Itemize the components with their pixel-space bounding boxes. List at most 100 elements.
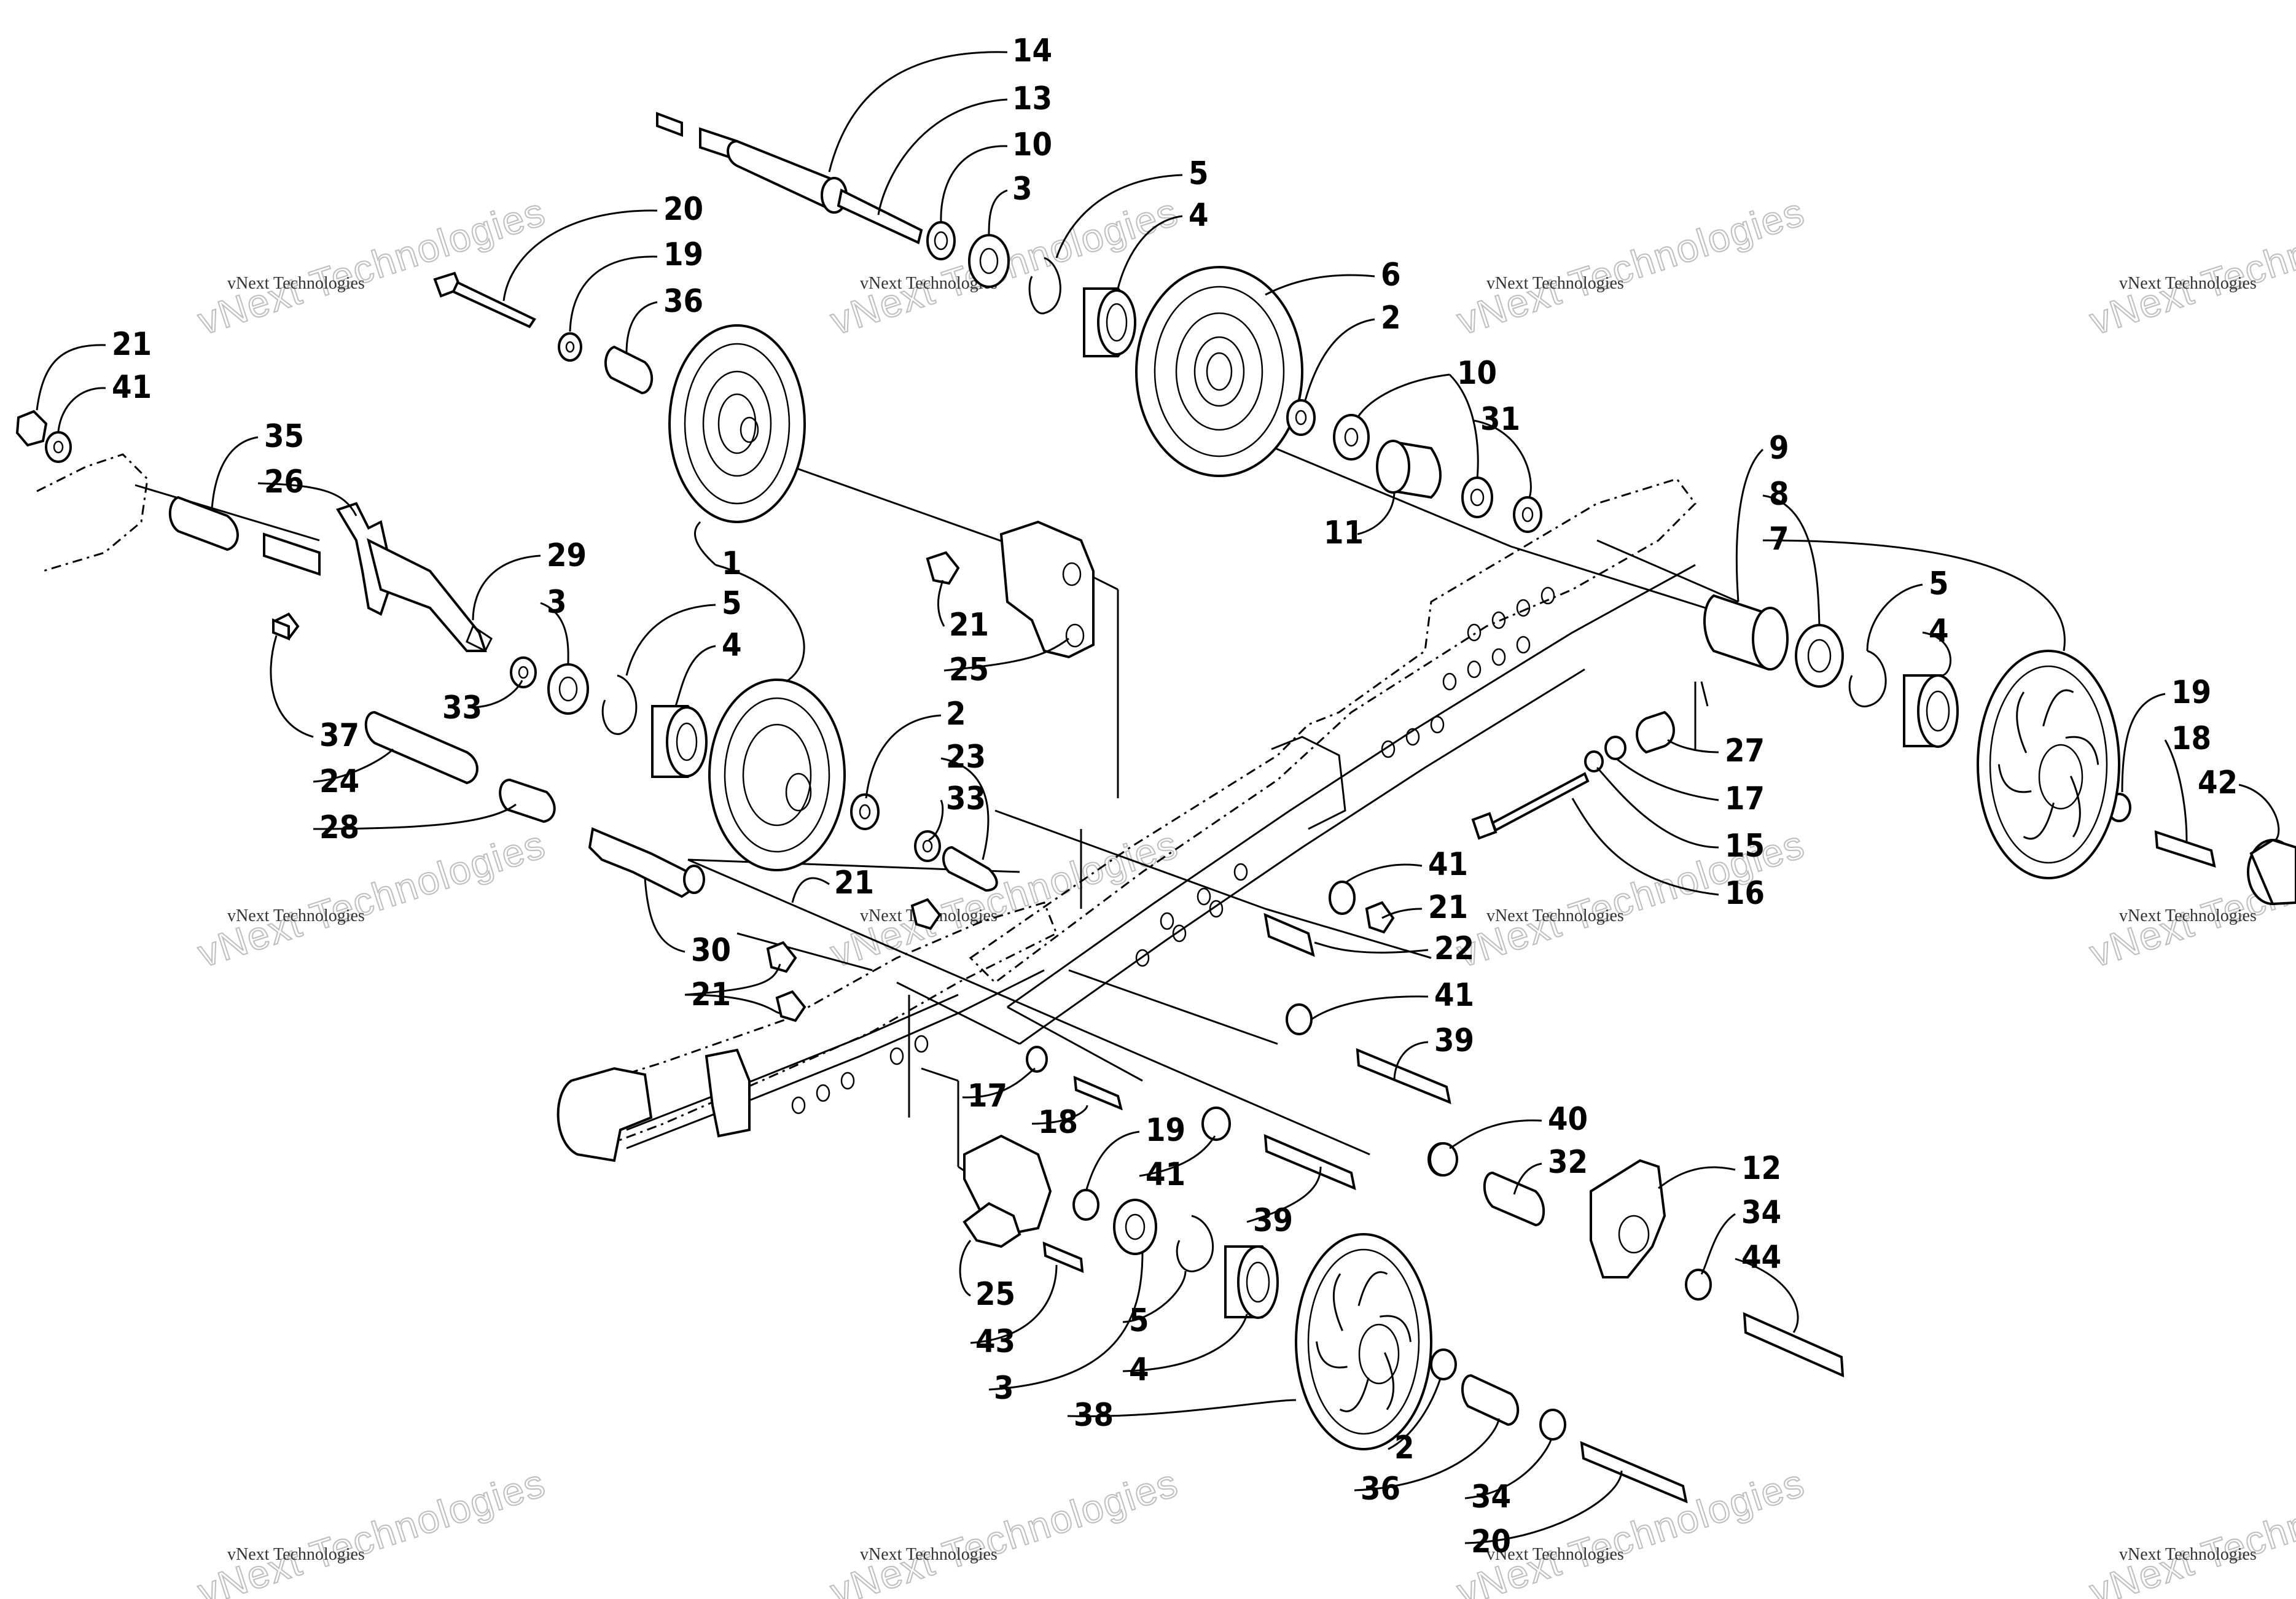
watermark-big-text: vNext Technologies — [193, 822, 551, 976]
wheel-6-hardware — [1286, 399, 1542, 533]
wheel-1-right-hardware — [850, 793, 998, 892]
leader-line — [1762, 494, 1821, 626]
leader-line — [684, 963, 781, 996]
callout-12: 12 — [1741, 1150, 1781, 1187]
rail-hole — [1540, 586, 1555, 605]
spacer-27-cap-42 — [1636, 710, 2296, 906]
leader-line — [674, 645, 716, 707]
leader-line — [877, 98, 1008, 216]
callout-38: 38 — [1074, 1397, 1114, 1434]
leader-line — [1381, 908, 1423, 919]
wheel-spoke — [1380, 1315, 1412, 1342]
leader-line — [937, 580, 945, 627]
leader-line — [1139, 1135, 1216, 1177]
leader-line — [472, 554, 541, 621]
callout-2c: 2 — [1394, 1430, 1415, 1466]
wheel-6 — [1135, 266, 1303, 477]
watermark-big-text: vNext Technologies — [2085, 189, 2296, 343]
watermark-small-text: vNext Technologies — [1486, 1545, 1624, 1564]
rail-hole — [1467, 623, 1482, 642]
callout-21: 21 — [112, 326, 152, 363]
callout-37: 37 — [319, 717, 359, 754]
leader-line — [828, 51, 1008, 173]
callout-14: 14 — [1012, 33, 1052, 69]
rail-hole — [1160, 912, 1174, 930]
callout-42: 42 — [2198, 764, 2238, 801]
callout-4: 4 — [1189, 197, 1209, 234]
rail-hole — [1491, 648, 1506, 666]
rail-hole — [1197, 887, 1211, 906]
leader-line — [962, 1067, 1036, 1099]
watermark-small-text: vNext Technologies — [227, 906, 365, 925]
callout-19c: 19 — [1146, 1112, 1185, 1149]
rail-hole — [816, 1084, 830, 1102]
leader-line — [1735, 1258, 1799, 1333]
callout-26: 26 — [264, 464, 304, 500]
callout-11: 11 — [1324, 515, 1364, 551]
rail-hole — [1172, 924, 1187, 943]
leader-line — [1658, 1166, 1736, 1189]
leader-line — [791, 877, 830, 903]
callout-36b: 36 — [1361, 1471, 1400, 1508]
callout-15: 15 — [1725, 828, 1765, 865]
rail-hole — [1135, 949, 1150, 967]
leader-line — [988, 1252, 1144, 1391]
leader-line — [1922, 631, 1951, 677]
callout-44: 44 — [1741, 1239, 1781, 1276]
leader-line — [1762, 539, 2066, 652]
wheel-spoke — [2016, 691, 2028, 753]
rail-hole — [1516, 599, 1531, 617]
leader-line — [1571, 798, 1719, 896]
bracket-25-upper — [999, 520, 1095, 659]
cross-shaft-parts — [272, 618, 705, 898]
leader-line — [1596, 766, 1719, 849]
callout-22: 22 — [1434, 930, 1474, 967]
callout-25b: 25 — [975, 1276, 1015, 1313]
leader-line — [313, 803, 517, 830]
callout-5: 5 — [1189, 155, 1209, 192]
rail-hole — [1491, 611, 1506, 629]
leader-line — [257, 482, 357, 516]
callout-33b: 33 — [946, 780, 986, 817]
callout-41c: 41 — [1434, 977, 1474, 1014]
callout-27: 27 — [1725, 733, 1765, 769]
callout-30: 30 — [691, 932, 731, 969]
leader-line — [502, 209, 658, 302]
callout-33: 33 — [442, 690, 482, 726]
callout-28: 28 — [319, 809, 359, 846]
callout-41: 41 — [112, 369, 152, 406]
callout-31: 31 — [1480, 401, 1520, 438]
leader-line — [1311, 995, 1429, 1021]
callout-41b: 41 — [1428, 846, 1468, 883]
leader-line — [2238, 784, 2280, 841]
leader-line — [1866, 583, 1923, 652]
callout-18: 18 — [2171, 720, 2211, 757]
callout-36: 36 — [663, 283, 703, 320]
rail-hole — [1405, 728, 1420, 746]
rail-hole — [1381, 740, 1396, 758]
leader-line — [644, 877, 685, 953]
leader-line — [1464, 1439, 1552, 1500]
watermark-small-text: vNext Technologies — [227, 274, 365, 293]
wheel-spoke — [1997, 764, 2032, 793]
callout-5c: 5 — [1929, 566, 1949, 602]
shaft-14 — [656, 112, 923, 244]
wheel-spoke — [1339, 1377, 1370, 1412]
leader-line — [1700, 1213, 1736, 1275]
leader-line — [2121, 693, 2166, 793]
rail-hole — [1467, 660, 1482, 679]
wheel-spoke — [2042, 689, 2074, 726]
pivot-arm-26 — [168, 496, 487, 652]
leader-line — [1085, 1130, 1140, 1192]
callout-35: 35 — [264, 418, 304, 455]
bolts-lower — [1042, 772, 2216, 1504]
leader-line — [970, 1264, 1058, 1344]
leader-line — [1122, 1313, 1248, 1372]
callout-39: 39 — [1434, 1022, 1474, 1059]
watermark-small-text: vNext Technologies — [1486, 906, 1624, 925]
watermark-big-text: vNext Technologies — [826, 1460, 1184, 1599]
